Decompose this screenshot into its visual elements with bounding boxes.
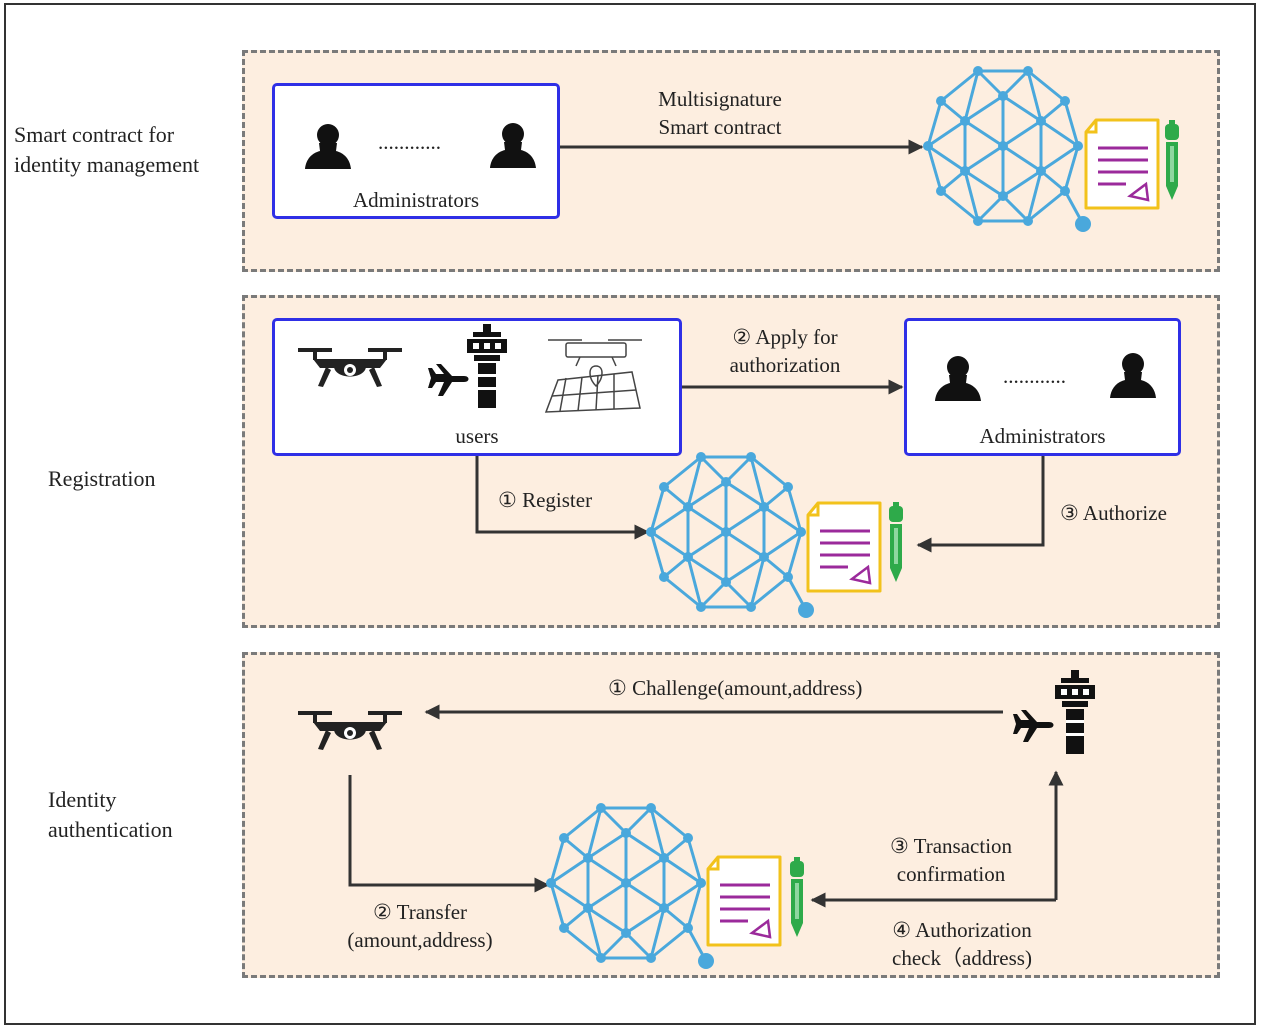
drone-icon xyxy=(298,711,402,750)
contract-document-icon xyxy=(706,855,782,947)
label-line: ④ Authorization xyxy=(892,918,1032,942)
transaction-confirmation-label: ③ Transaction confirmation xyxy=(862,832,1040,889)
section-label-line: Smart contract for xyxy=(14,122,175,147)
pen-icon xyxy=(790,857,804,937)
control-tower-icon xyxy=(467,324,507,408)
blockchain-network-icon xyxy=(921,64,1093,234)
label-line: (amount,address) xyxy=(347,928,493,953)
dots-ellipsis: ............ xyxy=(1003,364,1066,388)
contract-document-icon xyxy=(806,501,882,593)
person-icon xyxy=(305,124,351,169)
airplane-icon xyxy=(1013,710,1054,742)
label-line: authorization xyxy=(729,353,841,378)
contract-document-icon xyxy=(1084,118,1160,210)
label-line: ② Apply for xyxy=(732,325,838,349)
pen-icon xyxy=(889,502,903,582)
drone-icon xyxy=(298,348,402,387)
section-label-smart-contract: Smart contract for identity management xyxy=(14,120,199,179)
control-tower-icon xyxy=(1055,670,1095,754)
section-label-identity-authentication: Identity authentication xyxy=(48,785,173,844)
dots-ellipsis: ............ xyxy=(378,130,441,154)
apply-authorization-label: ② Apply for authorization xyxy=(700,323,870,380)
arrow-transfer xyxy=(348,775,550,893)
arrow-register xyxy=(475,456,650,540)
authorize-label: ③ Authorize xyxy=(1060,501,1167,525)
challenge-label: ① Challenge(amount,address) xyxy=(608,676,863,700)
outer-frame xyxy=(4,3,1256,1025)
pen-icon xyxy=(1165,120,1179,200)
section-label-line: identity management xyxy=(14,151,200,177)
blockchain-network-icon xyxy=(544,801,716,971)
person-icon xyxy=(935,356,981,401)
agri-drone-icon xyxy=(544,339,642,413)
blockchain-network-icon xyxy=(644,450,816,620)
label-line: ② Transfer xyxy=(372,900,468,924)
section-label-registration: Registration xyxy=(48,466,156,491)
administrators-label: Administrators xyxy=(353,188,479,212)
users-label: users xyxy=(455,424,499,448)
person-icon xyxy=(490,123,536,168)
section-label-line: Identity xyxy=(48,787,117,812)
arrow-authorize xyxy=(916,456,1045,553)
transfer-label: ② Transfer (amount,address) xyxy=(330,898,510,955)
airplane-icon xyxy=(428,364,469,396)
multisignature-label: Multisignature Smart contract xyxy=(620,85,820,142)
label-line: Smart contract xyxy=(658,115,782,140)
register-label: ① Register xyxy=(498,488,593,512)
administrators-label: Administrators xyxy=(979,424,1106,448)
person-icon xyxy=(1110,353,1156,398)
label-line: Multisignature xyxy=(658,87,782,111)
label-line: confirmation xyxy=(896,862,1006,887)
label-line: check（address) xyxy=(892,946,1032,971)
authorization-check-label: ④ Authorization check（address) xyxy=(862,916,1062,973)
label-line: ③ Transaction xyxy=(889,834,1013,858)
section-label-line: authentication xyxy=(48,816,173,842)
